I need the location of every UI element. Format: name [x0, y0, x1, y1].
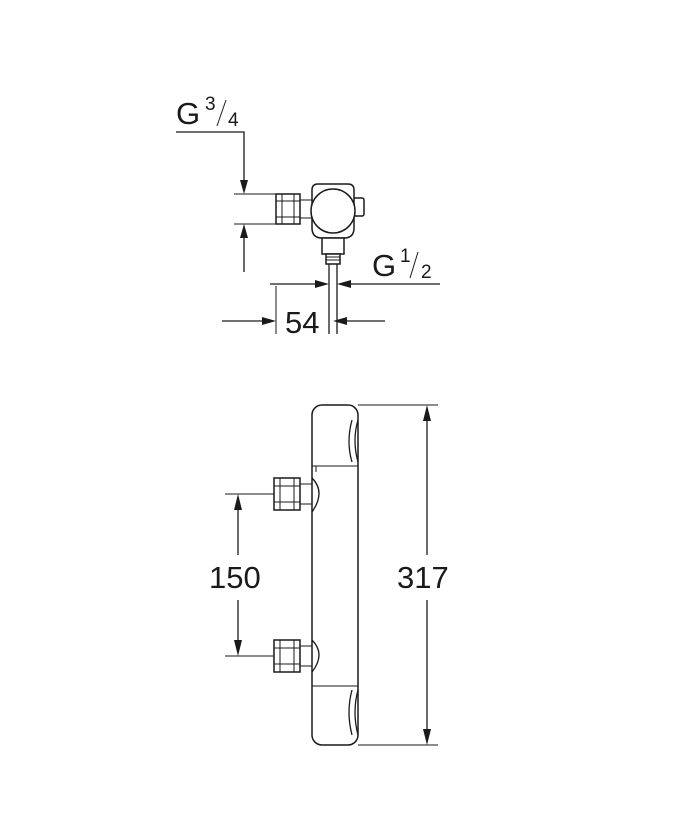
depth-arrow-left [262, 317, 276, 325]
depth-arrow-right [333, 317, 347, 325]
inlet-thread-prefix: G [176, 96, 200, 131]
centers-dimension-label: 150 [209, 560, 261, 595]
height-arrow-bottom [423, 729, 431, 745]
side-inlet-nut [275, 193, 301, 225]
outlet-arrow-right [315, 280, 329, 288]
inlet-thread-label: G 3 4 [176, 94, 239, 131]
side-body [310, 183, 365, 255]
side-view: G 3 4 [176, 94, 440, 340]
outlet-arrow-left [337, 280, 351, 288]
height-dimension-label: 317 [397, 560, 449, 595]
front-view: 150 317 [209, 404, 449, 746]
height-arrow-top [423, 405, 431, 421]
inlet-thread-denominator: 4 [228, 110, 239, 131]
inlet-leader-line [176, 131, 245, 182]
inlet-thread-numerator: 3 [205, 94, 216, 115]
fraction-slash [216, 99, 227, 127]
outlet-thread-prefix: G [372, 248, 396, 283]
inlet-arrow-down [240, 180, 248, 194]
inlet-arrow-up [240, 224, 248, 238]
centers-arrow-top [234, 494, 242, 510]
centers-arrow-bottom [234, 640, 242, 656]
outlet-thread-numerator: 1 [400, 246, 411, 267]
upper-inlet-nut [273, 477, 312, 511]
fraction-slash-2 [409, 251, 419, 279]
front-body [311, 404, 359, 746]
depth-dimension-label: 54 [285, 305, 319, 340]
side-outlet-stub [325, 253, 341, 334]
outlet-thread-denominator: 2 [421, 262, 432, 283]
lower-inlet-nut [273, 639, 312, 673]
outlet-thread-label: G 1 2 [372, 246, 432, 283]
